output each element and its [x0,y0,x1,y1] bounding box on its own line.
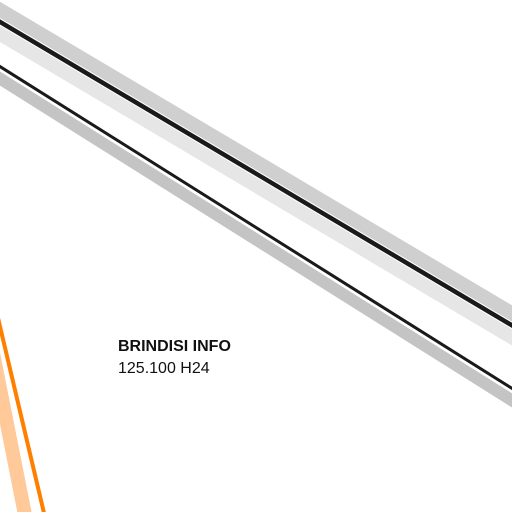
airspace-boundary-upper-dark [0,19,512,329]
airspace-boundary-upper-shade [0,1,512,322]
orange-boundary-line [0,317,46,512]
station-name: BRINDISI INFO [118,338,231,355]
airspace-boundary-lower-dark [0,64,512,391]
frequency-label: BRINDISI INFO 125.100 H24 [118,336,231,380]
airspace-boundary-upper-light [0,25,512,346]
orange-boundary-shade [0,352,32,512]
station-frequency: 125.100 H24 [118,360,210,377]
airspace-boundary-lower-shade [0,71,512,408]
